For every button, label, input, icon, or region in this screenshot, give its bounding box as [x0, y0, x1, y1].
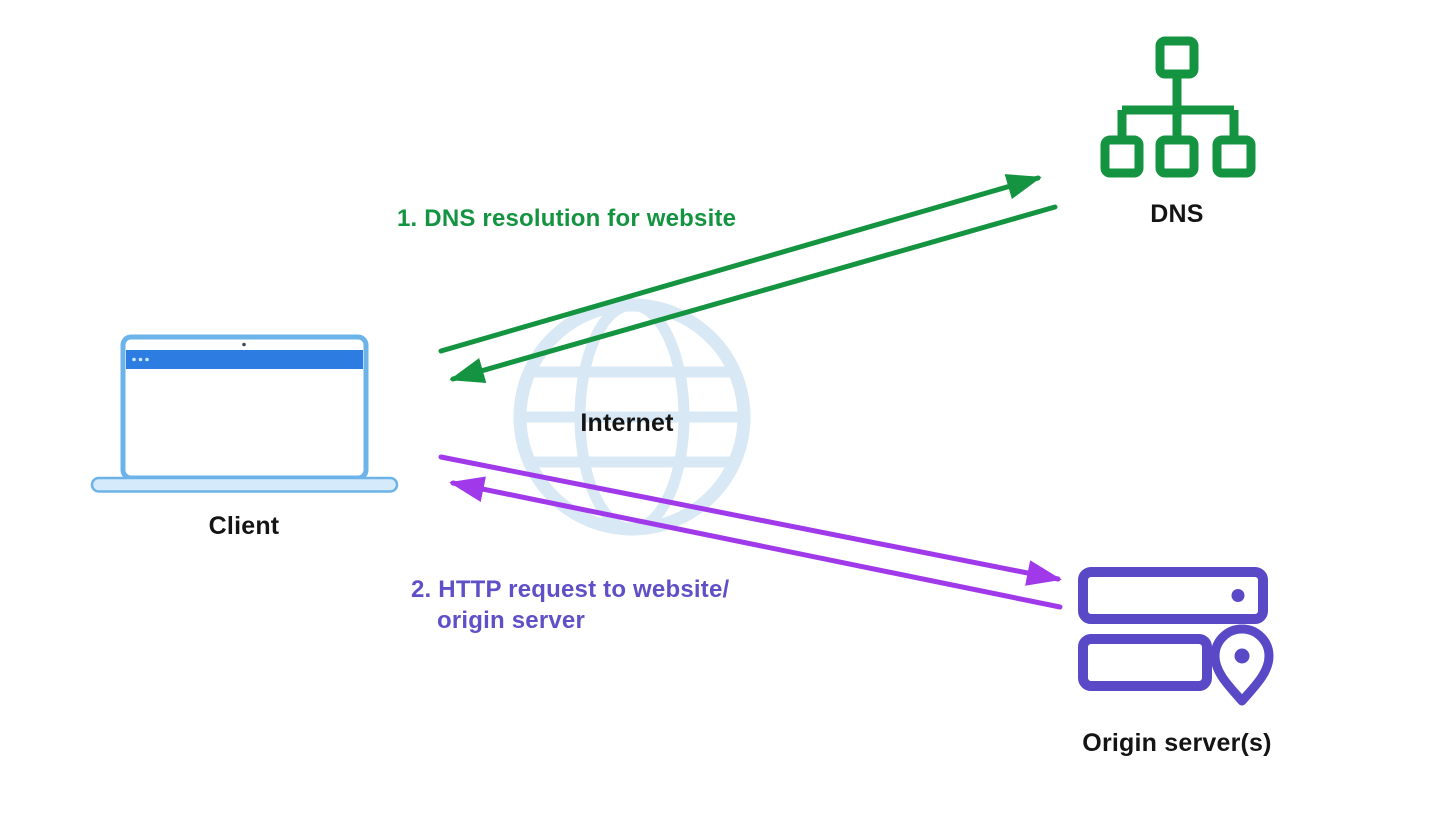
origin-server-label: Origin server(s) — [1082, 729, 1272, 757]
dns-response-arrow — [449, 204, 1058, 383]
step2-text-line2: origin server — [437, 607, 585, 634]
http-response-arrow — [449, 476, 1063, 610]
step1-label: 1. DNS resolution for website — [397, 203, 736, 234]
dns-tree-icon — [1100, 36, 1256, 178]
http-request-arrow — [438, 454, 1062, 586]
laptop-icon — [90, 334, 399, 493]
dns-request-arrow — [438, 174, 1042, 354]
step2-text-line1: 2. HTTP request to website/ — [411, 576, 730, 603]
step1-text: 1. DNS resolution for website — [397, 205, 737, 232]
globe-icon — [513, 298, 751, 536]
client-label: Client — [208, 512, 280, 540]
laptop-camera-dot — [242, 342, 246, 347]
internet-label: Internet — [580, 409, 674, 437]
server-location-pin-icon — [1078, 567, 1274, 706]
dns-label: DNS — [1150, 200, 1204, 228]
step2-label: 2. HTTP request to website/ origin serve… — [411, 574, 729, 636]
